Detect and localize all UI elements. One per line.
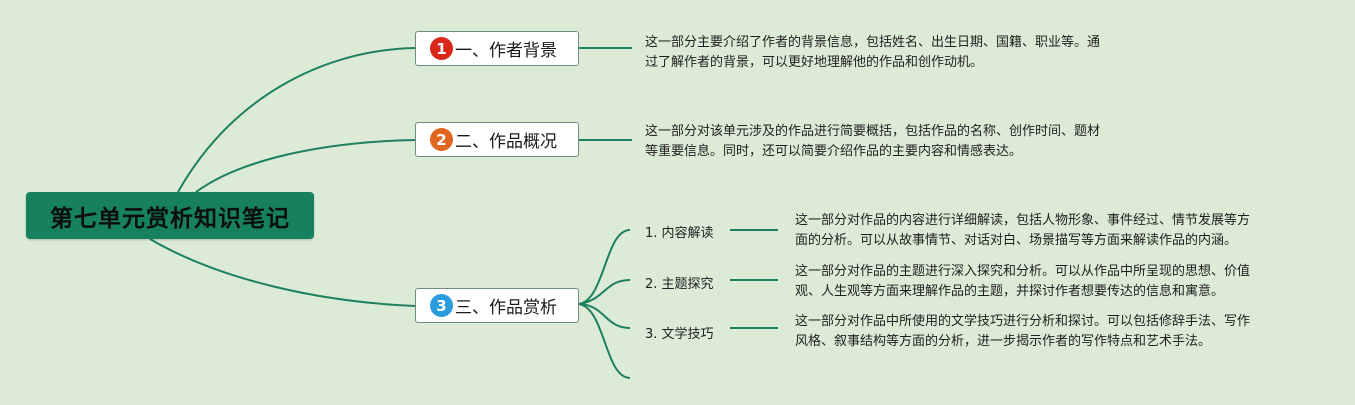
sub-topic-3-description: 这一部分对作品中所使用的文学技巧进行分析和探讨。可以包括修辞手法、写作 风格、叙… [795,314,1251,349]
sub-topic-1-description: 这一部分对作品的内容进行详细解读，包括人物形象、事件经过、情节发展等方 面的分析… [795,213,1251,248]
branch-work-appreciation[interactable]: 3 三、作品赏析 [415,288,579,323]
link-branch-3-sub-1 [578,229,631,305]
root-title: 第七单元赏析知识笔记 [50,205,290,232]
branch-label: 一、作者背景 [455,41,557,61]
link-branch-3-sub-3 [578,303,631,329]
number-badge-2: 2 [430,128,453,151]
link-branch-3-sub-4 [578,303,631,379]
branch-2-description: 这一部分对该单元涉及的作品进行简要概括，包括作品的名称、创作时间、题材 等重要信… [645,124,1101,159]
link-root-branch-1 [177,47,416,193]
branch-label: 二、作品概况 [455,132,557,152]
link-root-branch-3 [149,238,416,307]
sub-topic-content-reading[interactable]: 1. 内容解读 [645,226,714,241]
link-root-branch-2 [195,139,416,193]
sub-topic-theme-exploration[interactable]: 2. 主题探究 [645,277,714,292]
sub-topic-literary-techniques[interactable]: 3. 文学技巧 [645,327,714,342]
branch-work-overview[interactable]: 2 二、作品概况 [415,122,579,157]
branch-1-description: 这一部分主要介绍了作者的背景信息，包括姓名、出生日期、国籍、职业等。通 过了解作… [645,35,1101,70]
number-badge-3: 3 [430,294,453,317]
number-badge-1: 1 [430,37,453,60]
branch-label: 三、作品赏析 [455,298,557,318]
sub-topic-2-description: 这一部分对作品的主题进行深入探究和分析。可以从作品中所呈现的思想、价值 观、人生… [795,264,1251,299]
root-topic[interactable]: 第七单元赏析知识笔记 [26,192,314,239]
branch-author-background[interactable]: 1 一、作者背景 [415,31,579,66]
link-branch-3-sub-2 [578,279,631,305]
